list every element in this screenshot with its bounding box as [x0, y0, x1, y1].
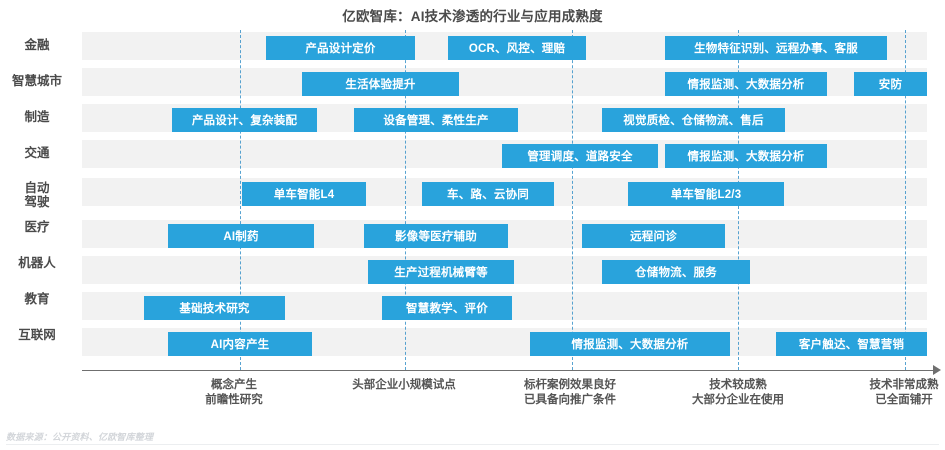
stage-caption-line1: 标杆案例效果良好 — [524, 379, 616, 391]
x-axis-stage-5: 技术非常成熟已全面铺开 — [814, 378, 945, 408]
stage-caption-line1: 概念产生 — [211, 379, 257, 391]
footer-source-note: 数据来源：公开资料、亿欧智库整理 — [6, 432, 154, 442]
item-box[interactable]: 情报监测、大数据分析 — [665, 72, 827, 96]
item-box[interactable]: 客户触达、智慧营销 — [776, 332, 927, 356]
item-box[interactable]: 基础技术研究 — [144, 296, 285, 320]
stage-caption-line2: 已具备向推广条件 — [524, 394, 616, 406]
row-label-line1: 机器人 — [18, 256, 56, 270]
x-axis-stage-2: 头部企业小规模试点 — [314, 378, 494, 393]
item-box[interactable]: 情报监测、大数据分析 — [665, 144, 827, 168]
row-label-line1: 自动 — [24, 181, 50, 195]
x-axis-stage-4: 技术较成熟大部分企业在使用 — [648, 378, 828, 408]
row-label-line1: 互联网 — [18, 328, 56, 342]
item-box[interactable]: 生物特征识别、远程办事、客服 — [665, 36, 887, 60]
row-label-6: 医疗 — [0, 220, 74, 234]
stage-caption-line1: 头部企业小规模试点 — [352, 379, 456, 391]
item-box[interactable]: 管理调度、道路安全 — [502, 144, 658, 168]
item-box[interactable]: AI制药 — [168, 224, 314, 248]
row-label-9: 互联网 — [0, 328, 74, 342]
item-box[interactable]: 智慧教学、评价 — [382, 296, 512, 320]
row-label-1: 金融 — [0, 38, 74, 52]
row-label-3: 制造 — [0, 110, 74, 124]
item-box[interactable]: 单车智能L2/3 — [628, 182, 784, 206]
item-box[interactable]: 产品设计定价 — [266, 36, 415, 60]
stage-caption-line1: 技术较成熟 — [709, 379, 767, 391]
gridline-stage-3 — [572, 30, 573, 370]
stage-caption-line2: 大部分企业在使用 — [692, 394, 784, 406]
item-box[interactable]: 情报监测、大数据分析 — [530, 332, 730, 356]
item-box[interactable]: 影像等医疗辅助 — [364, 224, 508, 248]
x-axis-stage-1: 概念产生前瞻性研究 — [144, 378, 324, 408]
item-box[interactable]: 生产过程机械臂等 — [368, 260, 514, 284]
item-box[interactable]: 视觉质检、仓储物流、售后 — [602, 108, 785, 132]
page-title: 亿欧智库：AI技术渗透的行业与应用成熟度 — [342, 9, 603, 24]
item-box[interactable]: 仓储物流、服务 — [602, 260, 750, 284]
row-label-line1: 智慧城市 — [11, 74, 62, 88]
x-axis-line — [82, 370, 938, 371]
row-label-line2: 驾驶 — [24, 195, 50, 209]
item-box[interactable]: 远程问诊 — [582, 224, 725, 248]
row-label-line1: 交通 — [24, 146, 50, 160]
item-box[interactable]: 产品设计、复杂装配 — [172, 108, 317, 132]
row-label-5: 自动驾驶 — [0, 181, 74, 209]
row-label-line1: 金融 — [24, 38, 50, 52]
row-label-line1: 制造 — [24, 110, 50, 124]
gridline-stage-1 — [240, 30, 241, 370]
item-box[interactable]: 生活体验提升 — [302, 72, 459, 96]
item-box[interactable]: OCR、风控、理赔 — [448, 36, 586, 60]
item-box[interactable]: 安防 — [854, 72, 927, 96]
row-label-line1: 医疗 — [24, 220, 50, 234]
x-axis-arrow-icon — [933, 365, 941, 375]
gridline-stage-5 — [905, 30, 906, 370]
x-axis-stage-3: 标杆案例效果良好已具备向推广条件 — [480, 378, 660, 408]
item-box[interactable]: 单车智能L4 — [242, 182, 366, 206]
stage-caption-line1: 技术非常成熟 — [869, 379, 939, 391]
stage-caption-line2: 前瞻性研究 — [205, 394, 263, 406]
item-box[interactable]: 设备管理、柔性生产 — [354, 108, 518, 132]
stage-caption-line2: 已全面铺开 — [875, 394, 933, 406]
row-label-2: 智慧城市 — [0, 74, 74, 88]
row-label-line1: 教育 — [24, 292, 50, 306]
row-label-8: 教育 — [0, 292, 74, 306]
gridline-stage-2 — [405, 30, 406, 370]
row-label-4: 交通 — [0, 146, 74, 160]
item-box[interactable]: AI内容产生 — [168, 332, 312, 356]
footer-divider — [6, 444, 939, 445]
row-label-7: 机器人 — [0, 256, 74, 270]
item-box[interactable]: 车、路、云协同 — [422, 182, 554, 206]
